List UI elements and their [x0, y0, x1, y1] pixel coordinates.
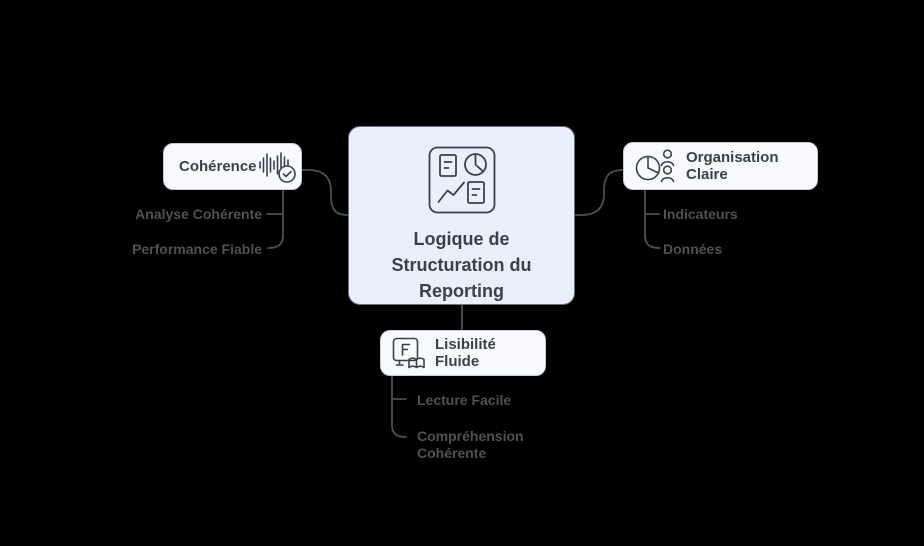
- node-central: Logique de Structuration du Reporting: [348, 126, 575, 305]
- waveform-check-icon: [258, 151, 296, 183]
- leaf-performance-fiable: Performance Fiable: [132, 241, 262, 257]
- node-lisibilite: Lisibilité Fluide: [380, 330, 546, 376]
- tree-organisation: [644, 189, 661, 249]
- node-lisibilite-label: Lisibilité Fluide: [435, 336, 496, 370]
- edge-coherence-to-central: [301, 169, 349, 216]
- leaf-indicateurs: Indicateurs: [663, 206, 738, 222]
- leaf-comprehension-coherente: Compréhension Cohérente: [417, 428, 524, 461]
- node-coherence-label: Cohérence: [179, 158, 257, 175]
- pie-chart-users-icon: [635, 149, 675, 183]
- edge-central-to-organisation: [574, 169, 624, 216]
- node-organisation: Organisation Claire: [623, 142, 818, 190]
- node-coherence: Cohérence: [163, 143, 302, 190]
- node-organisation-label: Organisation Claire: [686, 149, 779, 183]
- tree-lisibilite: [391, 375, 407, 438]
- leaf-analyse-coherente: Analyse Cohérente: [135, 206, 262, 222]
- tree-coherence: [266, 189, 284, 249]
- central-node-title: Logique de Structuration du Reporting: [391, 229, 532, 301]
- leaf-lecture-facile: Lecture Facile: [417, 392, 512, 408]
- font-frame-book-icon: [392, 337, 425, 369]
- report-dashboard-icon: [428, 146, 495, 214]
- leaf-donnees: Données: [663, 241, 723, 257]
